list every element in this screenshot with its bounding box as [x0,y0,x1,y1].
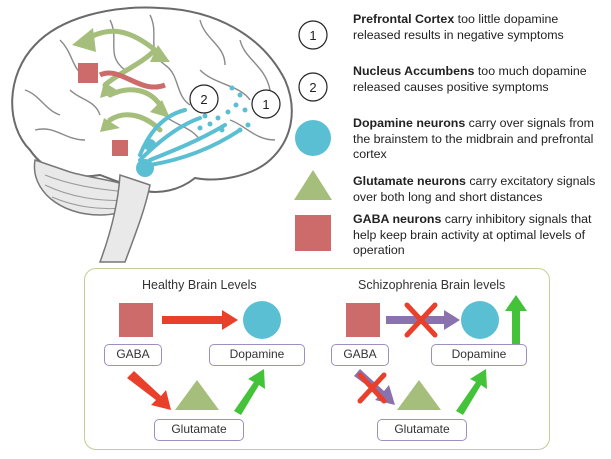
legend-term: Prefrontal Cortex [353,12,455,26]
healthy-green-arrow [234,369,265,415]
brain-gyri [24,14,276,141]
legend-term: Glutamate neurons [353,174,466,188]
legend-item-dopamine: Dopamine neurons carry over signals from… [353,116,608,163]
schiz-dopamine-label: Dopamine [431,344,527,366]
comparison-panel [84,268,550,450]
healthy-dopamine-circle [243,301,281,339]
marker-2-circle [189,84,219,114]
legend-item-prefrontal: Prefrontal Cortex too little dopamine re… [353,12,608,43]
marker-2-label: 2 [200,92,207,107]
healthy-red-arrow-horizontal [162,310,238,330]
legend-desc: carry excitatory signals over both long … [353,174,596,204]
schiz-green-arrow-diagonal [456,369,487,415]
marker-1-circle [251,89,281,119]
healthy-gaba-label: GABA [104,344,162,366]
legend-desc: carry inhibitory signals that help keep … [353,212,592,257]
legend-term: GABA neurons [353,212,442,226]
schiz-green-arrow-up [505,295,527,344]
comparison-graphics [119,295,527,415]
schiz-gaba-square [346,303,380,337]
dopamine-dots [197,85,251,133]
legend-symbol-2-label: 2 [309,80,316,95]
healthy-glutamate-label: Glutamate [154,419,244,441]
legend-desc: too much dopamine released causes positi… [353,64,587,94]
healthy-gaba-square [119,303,153,337]
circle-icon [295,120,331,156]
legend-desc: too little dopamine released results in … [353,12,564,42]
healthy-title: Healthy Brain Levels [142,278,257,292]
legend-term: Nucleus Accumbens [353,64,475,78]
healthy-glutamate-triangle [175,380,219,410]
healthy-dopamine-label: Dopamine [209,344,305,366]
legend-symbol-1-label: 1 [309,28,316,43]
legend-term: Dopamine neurons [353,116,466,130]
schiz-x-mark-2 [357,372,387,404]
triangle-icon [294,170,332,200]
schiz-glutamate-triangle [397,380,441,410]
legend-item-gaba: GABA neurons carry inhibitory signals th… [353,212,608,259]
glutamate-triangle [72,28,96,52]
legend-desc: carry over signals from the brainstem to… [353,116,594,161]
dopamine-circle-brain-1 [136,159,154,177]
legend-item-glutamate: Glutamate neurons carry excitatory signa… [353,174,608,205]
schizophrenia-title: Schizophrenia Brain levels [358,278,506,292]
healthy-red-arrow-diagonal [127,371,171,410]
brain-illustration: 2 1 [11,6,293,263]
schiz-x-mark-1 [404,302,438,338]
schiz-gaba-label: GABA [331,344,389,366]
brainstem [98,173,151,263]
legend-icons: 1 2 [294,20,332,251]
legend-symbol-2 [298,72,328,102]
legend-symbol-1 [298,20,328,50]
gaba-square-brain-2 [112,140,128,156]
square-icon [295,215,331,251]
dopamine-circle-brain-2 [144,139,156,151]
schiz-dopamine-circle [461,301,499,339]
gaba-square-brain-1 [78,63,98,83]
marker-1-label: 1 [262,97,269,112]
dopamine-pathways [138,108,242,167]
legend-item-nucleus: Nucleus Accumbens too much dopamine rele… [353,64,608,95]
schiz-glutamate-label: Glutamate [377,419,467,441]
